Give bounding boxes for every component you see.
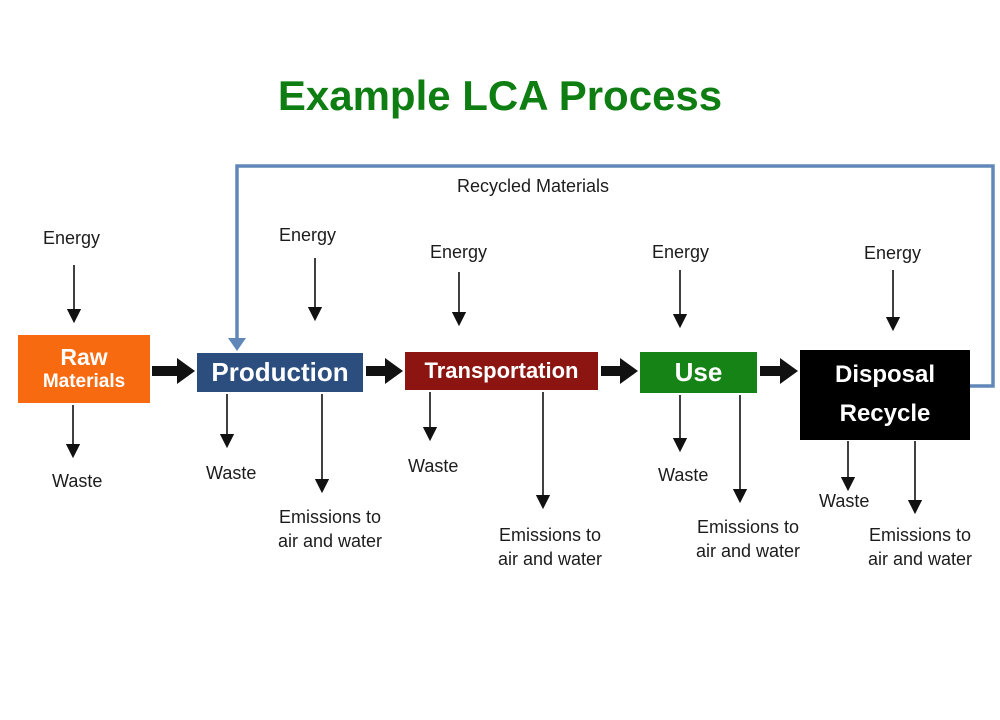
stage-box-transportation: Transportation (405, 352, 598, 390)
stage-label: Recycle (839, 400, 931, 428)
emissions-line1: Emissions to (278, 507, 382, 527)
stage-label: Use (674, 356, 723, 387)
energy-label-disposal: Energy (864, 243, 922, 263)
emissions-label-disposal: Emissions to air and water (855, 523, 985, 572)
energy-label-raw: Energy (43, 228, 101, 248)
emissions-line1: Emissions to (696, 517, 800, 537)
emissions-line1: Emissions to (498, 525, 602, 545)
energy-label-use: Energy (652, 242, 710, 262)
stage-label: Raw (60, 344, 108, 371)
stage-label: Production (211, 356, 349, 387)
recycle-loop-arrowhead-icon (228, 338, 246, 351)
stage-box-raw-materials: Raw Materials (18, 335, 150, 403)
emissions-line2: air and water (695, 541, 801, 562)
arrow-transportation-to-use-icon (601, 358, 638, 384)
waste-label-disposal: Waste (819, 491, 870, 511)
waste-label-transportation: Waste (408, 456, 459, 476)
stage-label: Disposal (834, 361, 936, 389)
energy-label-transportation: Energy (430, 242, 488, 262)
recycled-materials-label: Recycled Materials (457, 176, 610, 196)
waste-label-production: Waste (206, 463, 257, 483)
emissions-line1: Emissions to (868, 525, 972, 545)
emissions-label-use: Emissions to air and water (683, 515, 813, 564)
recycle-loop-line (235, 164, 995, 388)
stage-box-disposal-recycle: Disposal Recycle (800, 350, 970, 440)
stage-box-use: Use (640, 352, 757, 393)
emissions-line2: air and water (867, 549, 973, 570)
energy-label-production: Energy (279, 225, 337, 245)
waste-label-use: Waste (658, 465, 709, 485)
page-title: Example LCA Process (277, 72, 723, 119)
emissions-line2: air and water (497, 549, 603, 570)
arrow-use-to-disposal-icon (760, 358, 798, 384)
emissions-label-transportation: Emissions to air and water (485, 523, 615, 572)
arrow-production-to-transportation-icon (366, 358, 403, 384)
stage-label: Transportation (424, 357, 579, 383)
stage-box-production: Production (197, 353, 363, 392)
stage-label: Materials (42, 371, 126, 393)
emissions-line2: air and water (277, 531, 383, 552)
arrow-raw-to-production-icon (152, 358, 195, 384)
waste-label-raw: Waste (52, 471, 103, 491)
emissions-label-production: Emissions to air and water (265, 505, 395, 554)
